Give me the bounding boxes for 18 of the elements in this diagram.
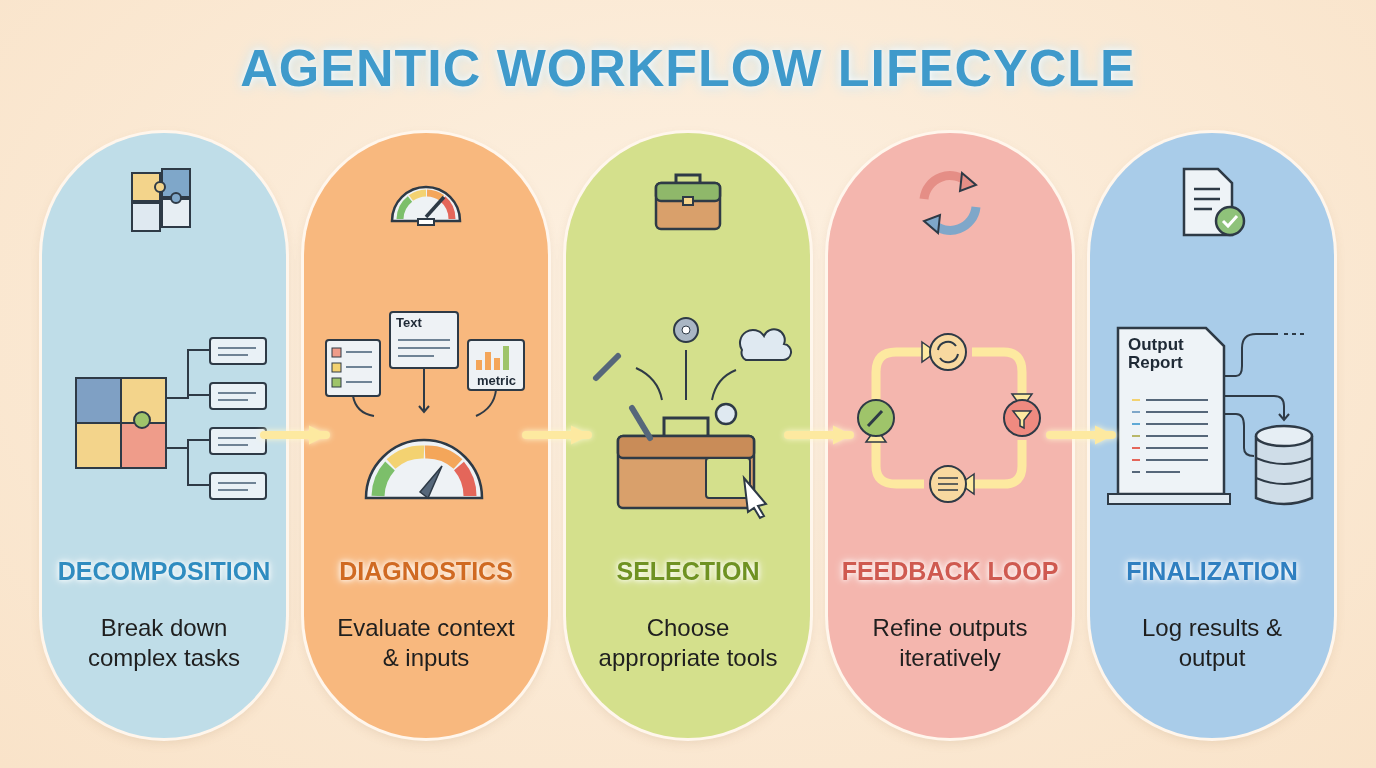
arrow xyxy=(1046,425,1116,445)
stage-heading: DECOMPOSITION xyxy=(57,557,271,586)
stage-description: Break down complex tasks xyxy=(86,613,242,673)
stage-description: Refine outputs iteratively xyxy=(871,613,1029,673)
arrow xyxy=(260,425,330,445)
stage-description: Evaluate context & inputs xyxy=(336,613,516,673)
stage-description: Log results & output xyxy=(1140,613,1284,673)
stage-heading: SELECTION xyxy=(616,557,760,586)
stage-heading: FEEDBACK LOOP xyxy=(841,557,1059,586)
stage-heading: DIAGNOSTICS xyxy=(339,557,513,586)
arrow xyxy=(784,425,854,445)
drawing-label: metric xyxy=(476,374,517,388)
drawing-label: Text xyxy=(396,316,423,330)
stage-heading: FINALIZATION xyxy=(1126,557,1298,586)
arrow xyxy=(522,425,592,445)
title: AGENTIC WORKFLOW LIFECYCLE xyxy=(240,38,1136,98)
stage-description: Choose appropriate tools xyxy=(597,613,779,673)
drawing-label: Output Report xyxy=(1128,336,1185,372)
